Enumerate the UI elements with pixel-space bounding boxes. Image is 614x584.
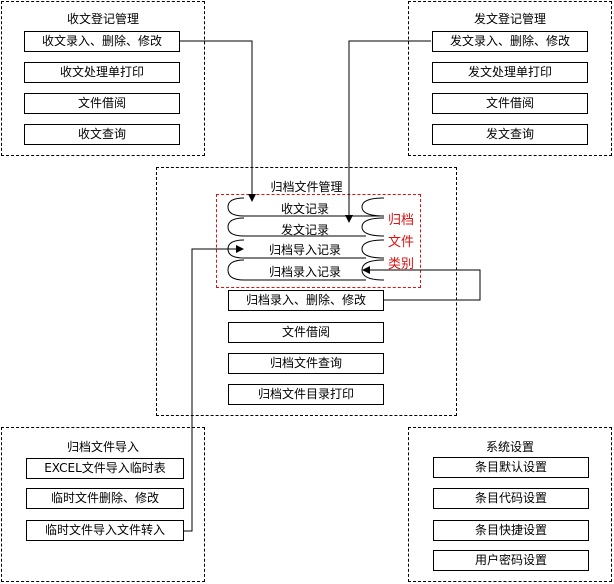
category-label-3: 类别: [387, 257, 414, 272]
import-panel: 归档文件导入 EXCEL文件导入临时表 临时文件删除、修改 临时文件导入文件转入: [1, 427, 205, 582]
archive-category-box: [216, 194, 421, 288]
category-label-1: 归档: [387, 213, 414, 228]
import-transfer-button[interactable]: 临时文件导入文件转入: [26, 520, 184, 541]
sending-borrow-button[interactable]: 文件借阅: [432, 93, 588, 114]
receiving-query-button[interactable]: 收文查询: [24, 124, 180, 145]
record-receiving: 收文记录: [280, 202, 329, 216]
system-shortcut-button[interactable]: 条目快捷设置: [433, 520, 589, 541]
system-panel: 系统设置 条目默认设置 条目代码设置 条目快捷设置 用户密码设置: [408, 427, 612, 582]
sending-print-button[interactable]: 发文处理单打印: [432, 62, 588, 83]
sending-panel: 发文登记管理 发文录入、删除、修改 发文处理单打印 文件借阅 发文查询: [408, 1, 612, 156]
archive-query-button[interactable]: 归档文件查询: [228, 353, 384, 374]
archive-entry-button[interactable]: 归档录入、删除、修改: [228, 290, 384, 311]
import-temp-edit-button[interactable]: 临时文件删除、修改: [26, 488, 184, 509]
sending-panel-title: 发文登记管理: [473, 12, 546, 26]
receiving-borrow-button[interactable]: 文件借阅: [24, 93, 180, 114]
receiving-print-button[interactable]: 收文处理单打印: [24, 62, 180, 83]
record-entry: 归档录入记录: [268, 265, 341, 279]
archive-borrow-button[interactable]: 文件借阅: [228, 322, 384, 343]
receiving-entry-button[interactable]: 收文录入、删除、修改: [24, 31, 180, 52]
archive-catalog-print-button[interactable]: 归档文件目录打印: [228, 384, 384, 405]
system-code-button[interactable]: 条目代码设置: [433, 488, 589, 509]
sending-entry-button[interactable]: 发文录入、删除、修改: [432, 31, 588, 52]
record-sending: 发文记录: [280, 223, 329, 237]
receiving-panel: 收文登记管理 收文录入、删除、修改 收文处理单打印 文件借阅 收文查询: [1, 1, 205, 156]
system-panel-title: 系统设置: [485, 440, 534, 454]
record-import: 归档导入记录: [268, 243, 341, 257]
sending-query-button[interactable]: 发文查询: [432, 124, 588, 145]
import-excel-button[interactable]: EXCEL文件导入临时表: [26, 458, 184, 479]
system-default-button[interactable]: 条目默认设置: [433, 457, 589, 478]
system-password-button[interactable]: 用户密码设置: [433, 550, 589, 571]
archive-panel-title: 归档文件管理: [270, 180, 343, 194]
receiving-panel-title: 收文登记管理: [66, 12, 139, 26]
import-panel-title: 归档文件导入: [66, 440, 139, 454]
category-label-2: 文件: [387, 235, 414, 250]
